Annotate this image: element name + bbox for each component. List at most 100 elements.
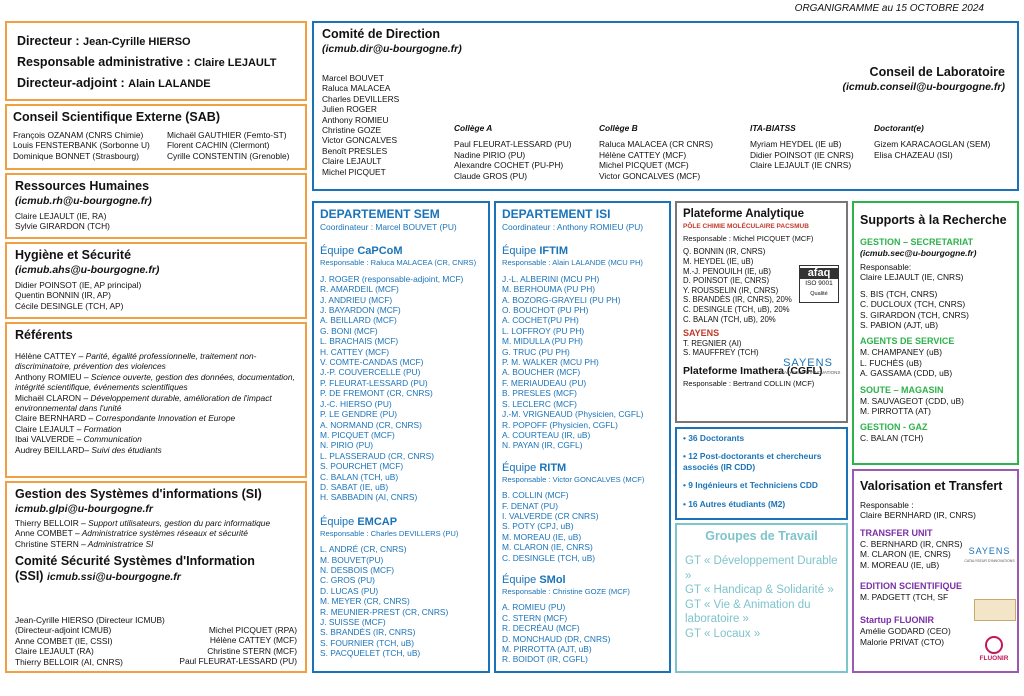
- gt-item: GT « Locaux »: [685, 627, 761, 640]
- college-member: Alexandre COCHET (PU-PH): [454, 160, 564, 171]
- rh-list: Claire LEJAULT (IE, RA)Sylvie GIRARDON (…: [15, 211, 297, 232]
- team-member: A. COCHET(PU PH): [502, 315, 579, 326]
- team-member: N. PIRIO (PU): [320, 440, 374, 451]
- team-member: P. DE FREMONT (CR, CNRS): [320, 388, 433, 399]
- sab-right-list: Michaël GAUTHIER (Femto-ST)Florent CACHI…: [167, 130, 289, 161]
- vt-member: M. PADGETT (TCH, SF: [860, 592, 949, 603]
- gt-title: Groupes de Travail: [705, 529, 818, 543]
- stat-item: • 12 Post-doctorants et chercheurs assoc…: [683, 451, 822, 472]
- ssi-member: (Directeur-adjoint ICMUB): [15, 625, 112, 636]
- cd-member: Benoît PRESLES: [322, 145, 388, 156]
- pa-list: Q. BONNIN (IR, CNRS)M. HEYDEL (IE, uB)M.…: [683, 247, 840, 324]
- referent-item: Hélène CATTEY – Parité, égalité professi…: [15, 351, 257, 372]
- team-member: D. MONCHAUD (DR, CNRS): [502, 633, 611, 644]
- pa-member: M.-J. PENOUILH (IE, uB): [683, 266, 771, 276]
- sayens-title: SAYENS: [683, 328, 720, 339]
- team-member: M. MOREAU (IE, uB): [502, 531, 582, 542]
- team-member: P. LE GENDRE (PU): [320, 409, 398, 420]
- ref-title: Référents: [15, 328, 73, 342]
- si-title: Gestion des Systèmes d'informations (SI): [15, 487, 262, 501]
- sayens-logo: SAYENS CATALYSEUR D'INNOVATIONS: [775, 356, 841, 375]
- ssi-member: Claire LEJAULT (RA): [15, 646, 94, 657]
- si-item: Anne COMBET – Administratrice systèmes r…: [15, 528, 248, 539]
- team-member: J. ANDRIEU (MCF): [320, 294, 393, 305]
- ssi-member: Christine STERN (MCF): [207, 645, 297, 656]
- referent-item: Claire LEJAULT – Formation: [15, 423, 122, 434]
- cd-member: Marcel BOUVET: [322, 73, 384, 83]
- team-member: A. BOZORG-GRAYELI (PU PH): [502, 294, 621, 305]
- cd-member: Michel PICQUET: [322, 166, 386, 177]
- team-member: L. PLASSERAUD (CR, CNRS): [320, 450, 435, 461]
- referent-item: Ibai VALVERDE – Communication: [15, 434, 142, 445]
- imathera-resp: Responsable : Bertrand COLLIN (MCF): [683, 378, 815, 388]
- team-member: G. TRUC (PU PH): [502, 346, 570, 357]
- cd-member: Claire LEJAULT: [322, 156, 382, 167]
- college-member: Paul FLEURAT-LESSARD (PU): [454, 139, 572, 150]
- cd-email[interactable]: (icmub.dir@u-bourgogne.fr): [322, 43, 462, 55]
- team-member: L. BRACHAIS (MCF): [320, 336, 399, 347]
- fluonir-logo: FLUONIR: [972, 631, 1016, 669]
- sr-email[interactable]: (icmub.sec@u-bourgogne.fr): [860, 248, 977, 258]
- hs-email[interactable]: (icmub.ahs@u-bourgogne.fr): [15, 264, 160, 276]
- sab-member: Dominique BONNET (Strasbourg): [13, 150, 139, 161]
- team-resp: Responsable : Alain LALANDE (MCU PH): [502, 258, 643, 268]
- team-member: J.-L. ALBERINI (MCU PH): [502, 273, 600, 284]
- referent-item: Anthony ROMIEU – Science ouverte, gestio…: [15, 371, 295, 393]
- sab-member: Cyrille CONSTENTIN (Grenoble): [167, 150, 290, 161]
- sayens-member: T. REGNIER (AI): [683, 338, 742, 348]
- team-member: R. BOIDOT (IR, CGFL): [502, 654, 588, 665]
- team-member: H. SABBADIN (AI, CNRS): [320, 492, 418, 503]
- gt-item: GT « Développement Durable »: [685, 555, 838, 582]
- supports-box: Supports à la Recherche GESTION – SECRET…: [852, 201, 1019, 465]
- team-member: R. POPOFF (Physicien, CGFL): [502, 419, 618, 430]
- team-member: A. BEILLARD (MCF): [320, 315, 397, 326]
- sr-member: S. PABION (AJT, uB): [860, 320, 939, 331]
- rh-member: Claire LEJAULT (IE, RA): [15, 211, 107, 221]
- cd-member: Julien ROGER: [322, 104, 377, 115]
- rh-title: Ressources Humaines: [15, 179, 150, 193]
- ssi-member: Hélène CATTEY (MCF): [209, 635, 297, 646]
- team-title: Équipe RITM: [502, 461, 567, 474]
- si-email[interactable]: icmub.glpi@u-bourgogne.fr: [15, 503, 153, 515]
- document-date: ORGANIGRAMME au 15 OCTOBRE 2024: [794, 3, 984, 14]
- vt-member: M. MOREAU (IE, uB): [860, 559, 940, 570]
- team-member: S. FOURNIER (TCH, uB): [320, 637, 414, 648]
- pa-member: Q. BONNIN (IR, CNRS): [683, 247, 766, 257]
- isi-coord: Coordinateur : Anthony ROMIEU (PU): [502, 222, 644, 232]
- team-member: J.-P. COUVERCELLE (PU): [320, 367, 421, 378]
- referent-item: Claire BERNHARD – Correspondante Innovat…: [15, 413, 236, 424]
- sab-member: Louis FENSTERBANK (Sorbonne U): [13, 140, 150, 151]
- sab-member: Michaël GAUTHIER (Femto-ST): [167, 130, 287, 140]
- college-title: Collège A: [454, 123, 493, 133]
- cl-email[interactable]: (icmub.conseil@u-bourgogne.fr): [842, 81, 1005, 93]
- college-member: Myriam HEYDEL (IE uB): [750, 139, 842, 150]
- imathera-title: Plateforme Imathera (CGFL): [683, 364, 823, 377]
- rh-email[interactable]: (icmub.rh@u-bourgogne.fr): [15, 195, 152, 207]
- team-member: S. BRANDÈS (IR, CNRS): [320, 627, 416, 638]
- ssi-email[interactable]: icmub.ssi@u-bourgogne.fr: [46, 571, 181, 584]
- hs-member: Cécile DESINGLE (TCH, AP): [15, 300, 124, 311]
- team-member: S. POURCHET (MCF): [320, 461, 404, 472]
- pa-sub: PÔLE CHIMIE MOLÉCULAIRE PACSMUB: [683, 223, 809, 230]
- team-member: L. ANDRÉ (CR, CNRS): [320, 544, 407, 555]
- team-member: C. BALAN (TCH, uB): [320, 471, 399, 482]
- team-member: A. COURTEAU (IR, uB): [502, 429, 591, 440]
- rh-member: Sylvie GIRARDON (TCH): [15, 221, 110, 232]
- si-list: Thierry BELLOIR – Support utilisateurs, …: [15, 518, 297, 549]
- referent-item: Michaël CLARON – Développement durable, …: [15, 392, 272, 414]
- sab-member: Florent CACHIN (Clermont): [167, 140, 270, 151]
- college-member: Michel PICQUET (MCF): [599, 160, 689, 171]
- pa-member: C. DESINGLE (TCH, uB), 20%: [683, 304, 790, 314]
- team-title: Équipe SMol: [502, 573, 566, 586]
- sr-soute-title: SOUTE – MAGASIN: [860, 384, 944, 395]
- sr-member: S. BIS (TCH, CNRS): [860, 288, 938, 299]
- college-member: Gizem KARACAOGLAN (SEM): [874, 139, 991, 150]
- team-member: D. SABAT (IE, uB): [320, 481, 389, 492]
- sr-gestion-title: GESTION – SECRETARIAT: [860, 237, 974, 247]
- ref-list: Hélène CATTEY – Parité, égalité professi…: [15, 351, 297, 455]
- team-resp: Responsable : Christine GOZE (MCF): [502, 586, 630, 596]
